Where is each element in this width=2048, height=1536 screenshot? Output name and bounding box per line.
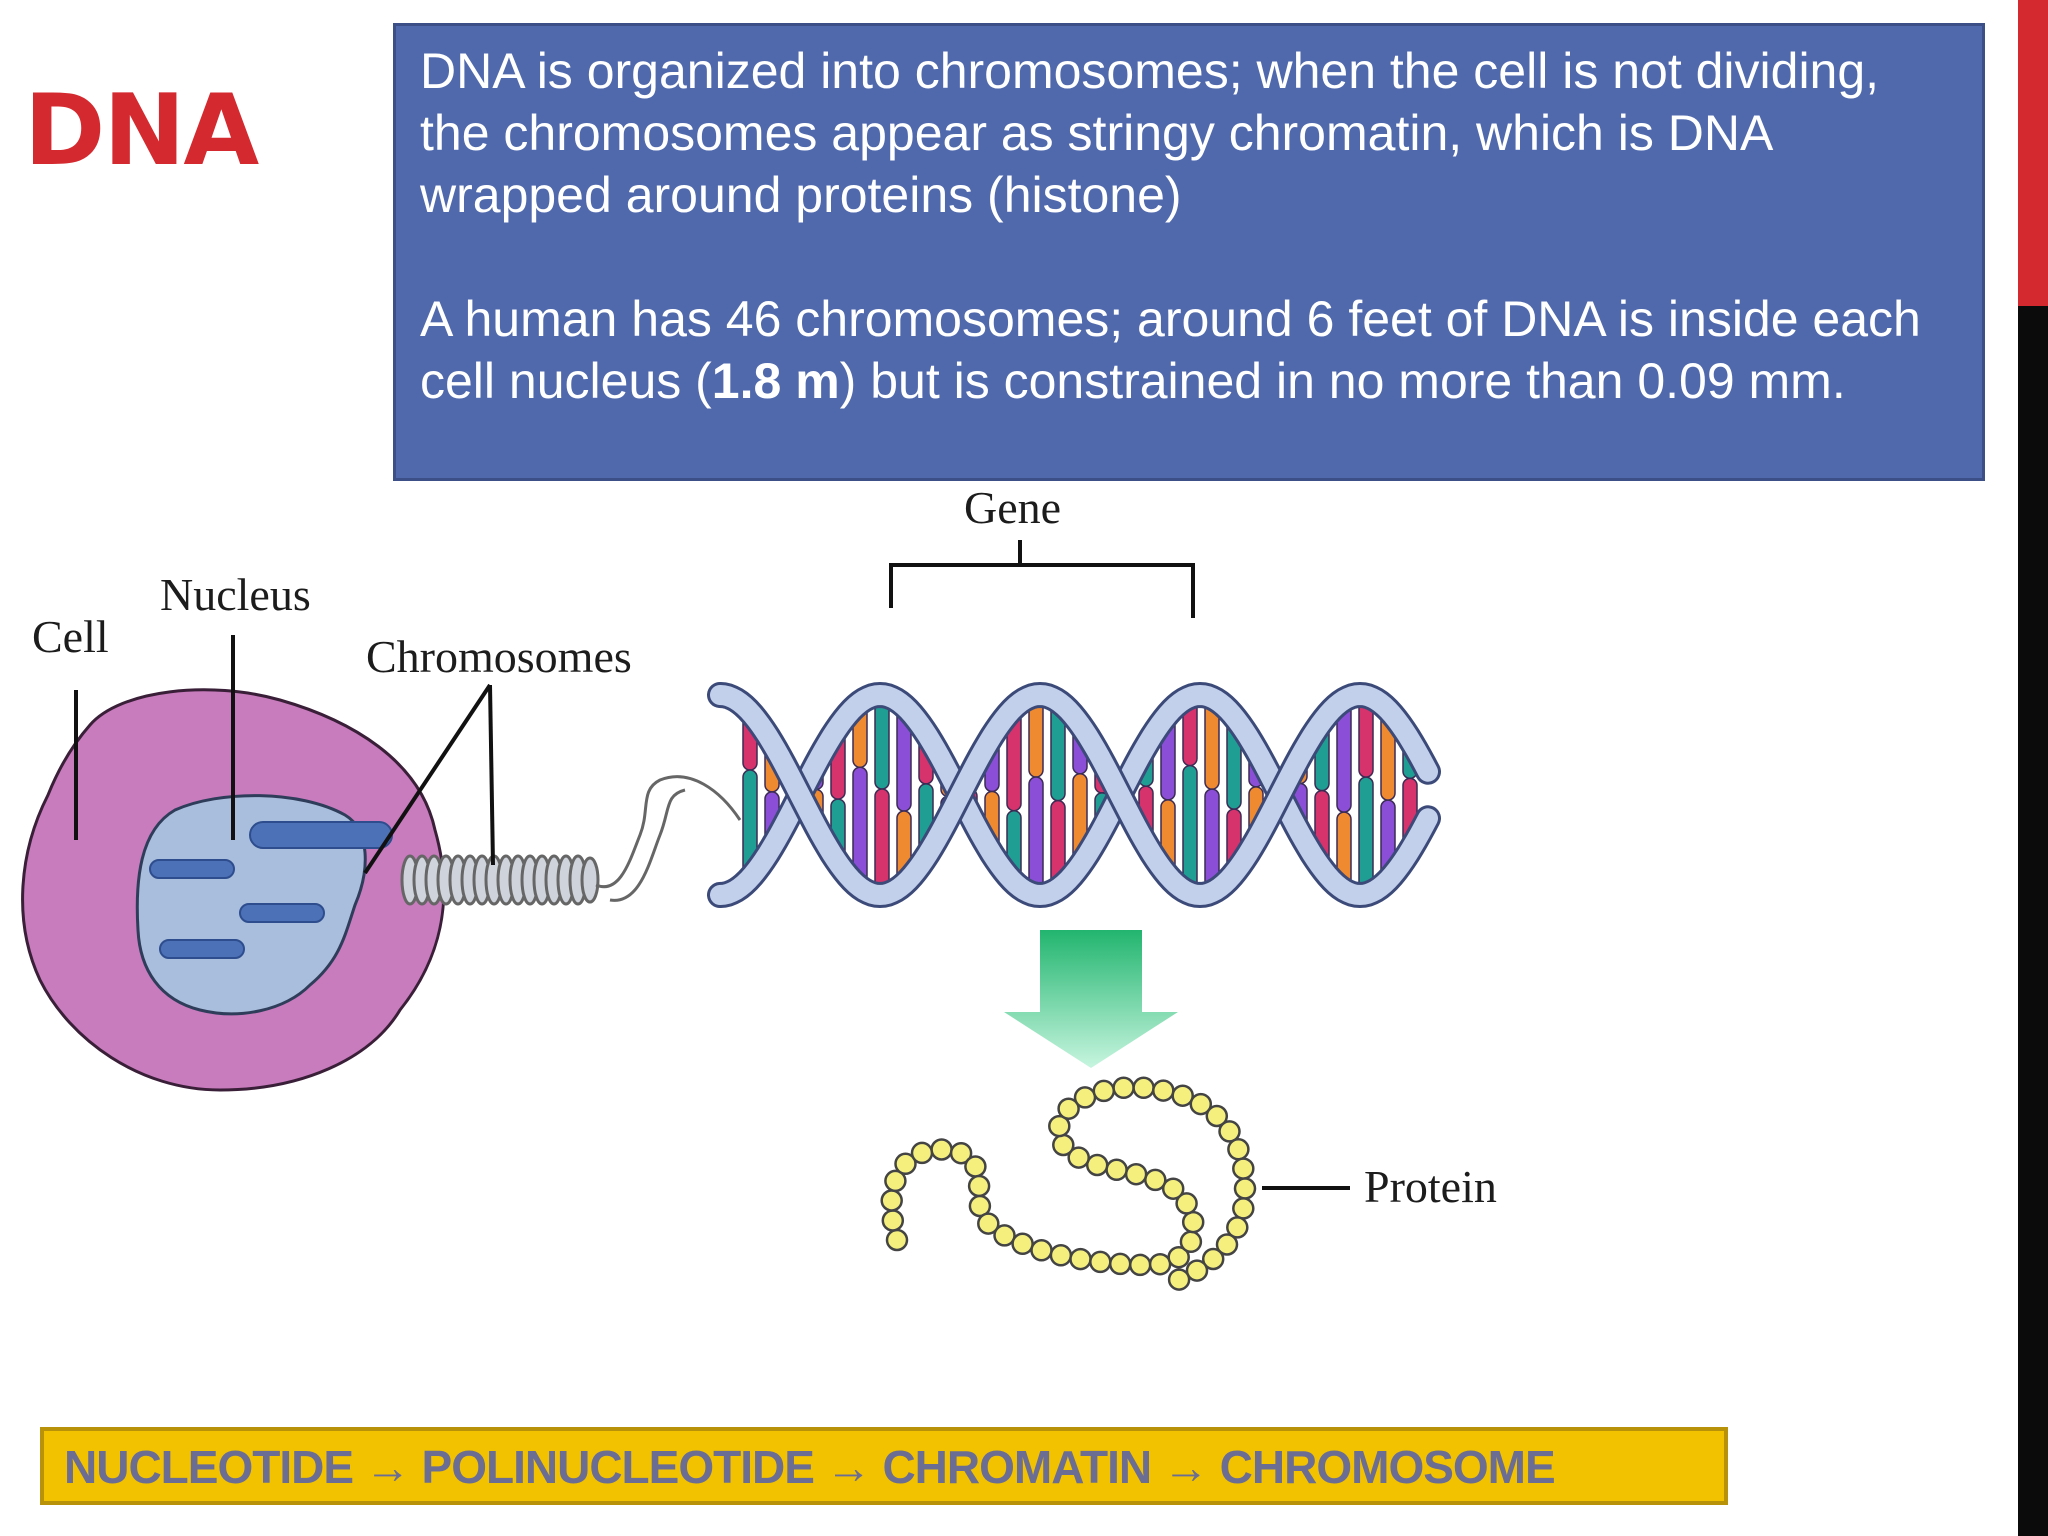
protein-bead <box>1233 1177 1257 1200</box>
protein-bead <box>880 1189 903 1212</box>
protein-bead <box>1085 1153 1109 1177</box>
side-accent-red <box>2018 0 2048 306</box>
protein-bead <box>1112 1076 1135 1100</box>
protein-bead <box>1215 1233 1239 1256</box>
info-text-bold: 1.8 m <box>711 353 840 409</box>
protein-bead <box>1132 1076 1155 1100</box>
protein-bead <box>1073 1086 1097 1109</box>
protein-bead <box>1167 1245 1190 1269</box>
protein-bead <box>1030 1239 1053 1262</box>
protein-bead <box>885 1228 909 1252</box>
protein-bead <box>968 1194 992 1218</box>
label-cell: Cell <box>32 611 109 662</box>
protein-bead <box>1092 1079 1116 1103</box>
protein-chain <box>880 1076 1257 1291</box>
protein-bead <box>1226 1216 1249 1239</box>
protein-bead <box>1108 1252 1132 1276</box>
protein-bead <box>1124 1162 1148 1186</box>
protein-bead <box>1179 1230 1203 1254</box>
protein-bead <box>910 1141 934 1165</box>
protein-bead <box>1069 1247 1092 1271</box>
protein-bead <box>1175 1192 1198 1215</box>
protein-bead <box>1167 1268 1191 1291</box>
dna-helix <box>707 681 1441 909</box>
base-pair-segment <box>1182 764 1198 894</box>
flow-text: NUCLEOTIDE → POLINUCLEOTIDE → CHROMATIN … <box>64 1441 1556 1493</box>
protein-bead <box>1161 1177 1185 1200</box>
protein-bead <box>993 1224 1016 1247</box>
protein-bead <box>1218 1120 1241 1143</box>
protein-bead <box>1181 1210 1205 1234</box>
protein-bead <box>884 1169 907 1193</box>
side-accent-black <box>2018 306 2048 1536</box>
info-text-b: ) but is constrained in no more than 0.0… <box>839 353 1846 409</box>
protein-bead <box>1128 1253 1152 1277</box>
protein-bead <box>964 1155 987 1178</box>
label-chromosomes: Chromosomes <box>366 631 632 682</box>
protein-bead <box>1144 1168 1167 1192</box>
info-paragraph-1: DNA is organized into chromosomes; when … <box>420 43 1880 223</box>
protein-bead <box>1011 1232 1034 1256</box>
dna-diagram: Cell Nucleus Chromosomes Gene Protein <box>21 482 1497 1291</box>
chromatin-coil <box>400 775 742 906</box>
protein-bead <box>1185 1259 1209 1282</box>
protein-bead <box>1232 1157 1255 1180</box>
label-gene: Gene <box>964 482 1061 533</box>
protein-bead <box>1049 1244 1073 1267</box>
protein-bead <box>1201 1247 1225 1271</box>
protein-bead <box>1105 1158 1128 1182</box>
base-pair-segment <box>1028 776 1044 896</box>
protein-bead <box>1148 1252 1172 1276</box>
protein-bead <box>1232 1197 1255 1220</box>
helix-strand-b-inner <box>710 684 1438 906</box>
label-nucleus: Nucleus <box>160 569 311 620</box>
label-pointers <box>74 540 1350 1190</box>
protein-bead <box>1052 1133 1075 1157</box>
helix-strand-a-inner <box>710 684 1438 906</box>
protein-bead <box>894 1152 917 1176</box>
protein-bead <box>1152 1079 1175 1102</box>
nucleus-chromosomes <box>149 821 393 959</box>
info-paragraph-2: A human has 46 chromosomes; around 6 fee… <box>420 288 1958 412</box>
base-pair-segment <box>1358 776 1374 896</box>
protein-bead <box>1189 1092 1213 1116</box>
info-text-a: A human has 46 chromosomes; around 6 fee… <box>420 291 1921 409</box>
protein-bead <box>1057 1097 1080 1120</box>
protein-bead <box>1048 1114 1071 1138</box>
info-box: DNA is organized into chromosomes; when … <box>393 23 1985 481</box>
down-arrow <box>1004 930 1178 1068</box>
protein-bead <box>881 1209 905 1232</box>
protein-bead <box>1089 1250 1112 1274</box>
protein-bead <box>930 1138 953 1161</box>
protein-bead <box>1205 1104 1229 1128</box>
protein-bead <box>1227 1138 1250 1161</box>
flow-bar: NUCLEOTIDE → POLINUCLEOTIDE → CHROMATIN … <box>40 1427 1728 1505</box>
protein-bead <box>977 1212 1000 1235</box>
label-protein: Protein <box>1364 1161 1497 1212</box>
protein-bead <box>967 1174 991 1198</box>
protein-bead <box>949 1141 973 1165</box>
slide-title: DNA <box>24 74 259 188</box>
base-pair-segment <box>874 788 890 896</box>
protein-bead <box>1067 1146 1090 1169</box>
protein-bead <box>1171 1084 1194 1107</box>
